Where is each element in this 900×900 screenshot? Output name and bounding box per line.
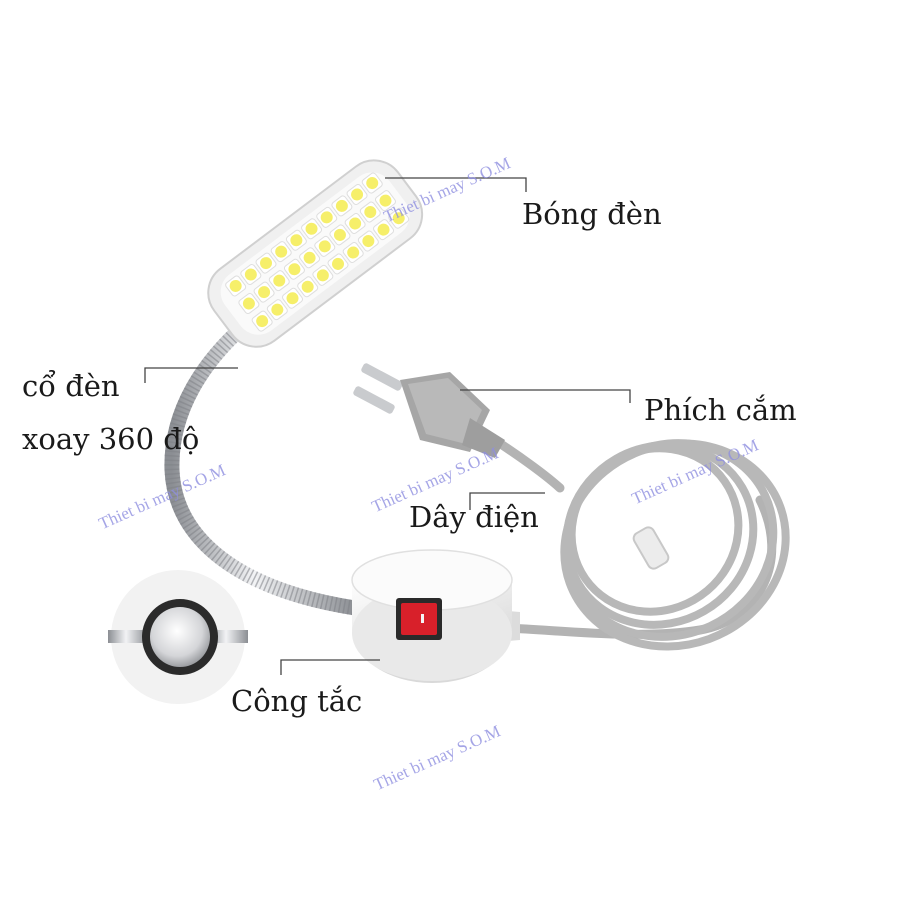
plug [353,363,505,458]
cable-tie [632,526,670,570]
led-dot [273,274,286,287]
label-neck: cổ đèn [22,369,120,403]
led-dot [377,223,390,236]
led-dot [333,228,346,241]
led-dot [271,303,284,316]
label-switch: Công tắc [231,684,363,718]
label-bulb: Bóng đèn [522,197,662,231]
leader-lines [144,177,631,675]
magnetic-base-inset [108,570,248,704]
led-dot [286,292,299,305]
led-dot [318,240,331,253]
led-dot [379,194,392,207]
led-dot [244,268,257,281]
gooseneck [164,317,363,616]
switch-base [351,549,520,683]
led-dot [305,222,318,235]
label-plug: Phích cắm [644,393,797,427]
led-dot [256,315,269,328]
led-dot [301,280,314,293]
cord-coil [560,439,790,651]
led-dot [260,257,273,270]
led-dot [288,263,301,276]
led-array [225,172,410,332]
led-dot [303,251,316,264]
label-neck-rotation: xoay 360 độ [22,422,200,456]
led-dot [392,212,405,225]
led-dot [349,217,362,230]
led-dot [229,279,242,292]
led-dot [335,199,348,212]
led-dot [362,235,375,248]
led-dot [332,257,345,270]
led-dot [290,234,303,247]
led-dot [351,188,364,201]
led-dot [242,297,255,310]
led-dot [364,206,377,219]
label-cord: Dây điện [409,500,539,534]
led-dot [275,245,288,258]
led-dot [347,246,360,259]
led-dot [316,269,329,282]
led-dot [320,211,333,224]
led-dot [258,286,271,299]
led-dot [366,177,379,190]
